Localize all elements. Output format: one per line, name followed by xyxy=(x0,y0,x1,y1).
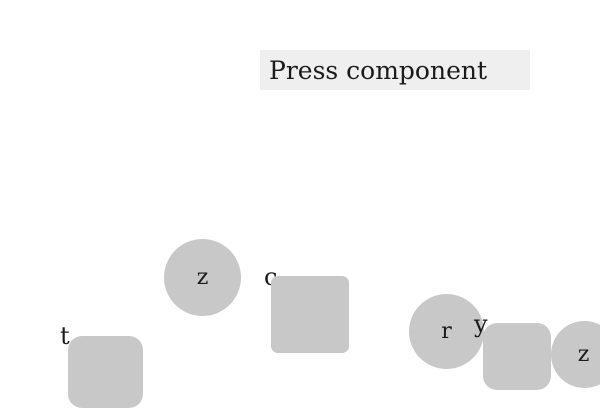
component-label-z-right: z xyxy=(577,341,590,367)
component-circle-z-right[interactable]: z xyxy=(551,321,600,388)
component-rounded-y[interactable] xyxy=(483,323,551,390)
component-circle-z-left[interactable]: z xyxy=(164,239,241,316)
component-label-z-left: z xyxy=(196,264,209,290)
component-circle-r[interactable]: r xyxy=(409,294,484,369)
instruction-bar: Press component xyxy=(260,50,530,90)
label-t: t xyxy=(60,322,70,350)
component-label-r: r xyxy=(441,318,452,344)
component-rounded-t[interactable] xyxy=(68,336,143,408)
instruction-text: Press component xyxy=(269,55,488,85)
component-square-c[interactable] xyxy=(271,276,349,353)
